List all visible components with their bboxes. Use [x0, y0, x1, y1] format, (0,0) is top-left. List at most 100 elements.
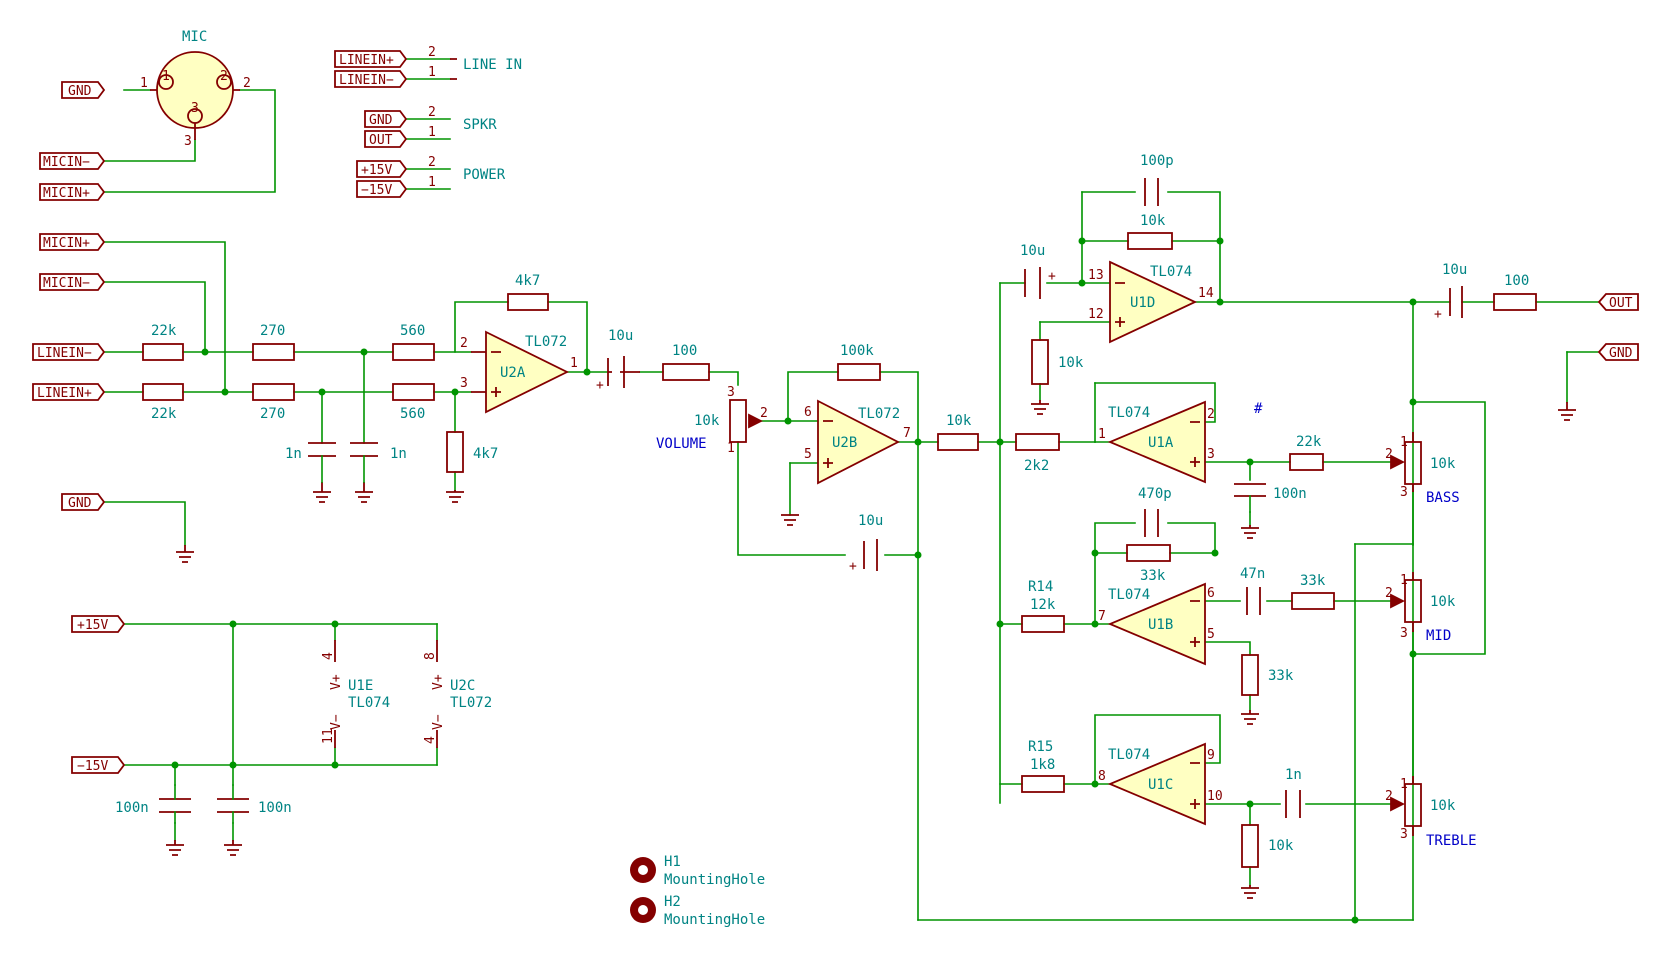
svg-text:1: 1	[570, 356, 578, 371]
svg-text:2: 2	[428, 105, 436, 120]
svg-text:OUT: OUT	[1609, 296, 1633, 311]
svg-text:6: 6	[804, 405, 812, 420]
label-minus-15v: −15V	[356, 180, 408, 198]
spkr-connector: 2 1 SPKR	[428, 105, 497, 140]
u1b-stage: 470p 33k R14 12k U1B TL074 7 6 5 47n 33k…	[1021, 486, 1335, 696]
u1c-stage: R15 1k8 U1C TL074 8 9 10 1n 10k	[1021, 739, 1302, 868]
svg-text:2: 2	[1385, 447, 1393, 462]
ground-icon	[1241, 525, 1259, 539]
svg-text:3: 3	[191, 101, 199, 116]
svg-text:33k: 33k	[1140, 568, 1166, 584]
label-plus-15v: +15V	[71, 615, 126, 633]
junction-dot	[1216, 298, 1224, 306]
svg-text:100k: 100k	[840, 343, 874, 359]
svg-text:560: 560	[400, 406, 425, 422]
label-gnd: GND	[61, 493, 106, 511]
svg-text:33k: 33k	[1300, 573, 1326, 589]
svg-text:10k: 10k	[1430, 456, 1456, 472]
svg-text:3: 3	[1207, 447, 1215, 462]
svg-text:+: +	[596, 378, 604, 393]
svg-text:LINEIN−: LINEIN−	[339, 73, 394, 88]
u1a-stage: 2k2 U1A TL074 1 2 3 22k 100n #	[1015, 400, 1324, 513]
capacitor	[1144, 178, 1159, 206]
svg-text:8: 8	[1098, 769, 1106, 784]
junction-dot	[1409, 298, 1417, 306]
svg-text:MICIN+: MICIN+	[43, 186, 90, 201]
svg-text:3: 3	[184, 134, 192, 149]
svg-text:−15V: −15V	[77, 759, 108, 774]
ground-icon	[1241, 710, 1259, 725]
mic-connector: MIC 1 2 3 1 2 3	[140, 29, 251, 149]
resistor	[392, 343, 435, 361]
svg-text:270: 270	[260, 406, 285, 422]
opamp-u1b: U1B TL074 7 6 5	[1098, 582, 1215, 666]
svg-text:10: 10	[1207, 789, 1223, 804]
svg-text:R14: R14	[1028, 579, 1053, 595]
label-gnd: GND	[364, 110, 408, 128]
label-gnd: GND	[1597, 343, 1639, 361]
svg-text:MountingHole: MountingHole	[664, 872, 765, 888]
svg-text:4k7: 4k7	[515, 273, 540, 289]
label-linein-plus: LINEIN+	[32, 383, 106, 401]
svg-text:22k: 22k	[1296, 434, 1322, 450]
svg-text:#: #	[1254, 401, 1263, 417]
svg-text:TL074: TL074	[1108, 587, 1150, 603]
junction-dot	[1351, 916, 1359, 924]
label-out: OUT	[1597, 293, 1639, 311]
svg-text:TL074: TL074	[1108, 747, 1150, 763]
svg-text:V+: V+	[329, 674, 344, 690]
svg-text:LINEIN+: LINEIN+	[37, 386, 92, 401]
label-gnd: GND	[61, 81, 106, 99]
capacitor	[1285, 790, 1301, 818]
junction-dot	[1211, 549, 1219, 557]
capacitor	[159, 784, 191, 824]
svg-text:+: +	[1434, 307, 1442, 322]
svg-text:1: 1	[140, 76, 148, 91]
svg-text:TL072: TL072	[858, 406, 900, 422]
svg-text:1: 1	[428, 65, 436, 80]
svg-text:14: 14	[1198, 286, 1214, 301]
svg-text:47n: 47n	[1240, 566, 1265, 582]
svg-text:10k: 10k	[1268, 838, 1294, 854]
wires	[104, 58, 1599, 921]
svg-text:3: 3	[1400, 485, 1408, 500]
svg-text:22k: 22k	[151, 406, 177, 422]
junction-dot	[229, 761, 237, 769]
treble-pot: 1 3 2 10k TREBLE	[1385, 776, 1477, 849]
junction-dot	[1078, 237, 1086, 245]
input-stage: 22k 22k 270 270 560 560 1n 1n 4k7 4k7 U2…	[142, 273, 710, 483]
capacitor-polarized: +	[849, 539, 878, 574]
mounting-holes: H1 MountingHole H2 MountingHole	[630, 854, 765, 928]
svg-text:11: 11	[321, 728, 336, 744]
opamp-u2b: U2B TL072 6 5 7	[804, 399, 911, 485]
svg-text:3: 3	[727, 385, 735, 400]
ground-icon	[446, 490, 464, 503]
svg-text:POWER: POWER	[463, 167, 506, 183]
resistor	[446, 431, 464, 473]
svg-text:TL074: TL074	[348, 695, 390, 711]
mid-pot: 1 3 2 10k MID	[1385, 572, 1456, 644]
resistor	[1126, 544, 1171, 562]
svg-text:1: 1	[1400, 435, 1408, 450]
svg-text:10u: 10u	[858, 513, 883, 529]
global-labels: GND MICIN− MICIN+ LINEIN+ LINEIN− GND OU…	[32, 50, 1639, 774]
ground-icon	[224, 840, 242, 856]
svg-text:5: 5	[804, 447, 812, 462]
svg-text:1: 1	[428, 125, 436, 140]
svg-text:560: 560	[400, 323, 425, 339]
junction-dot	[784, 417, 792, 425]
svg-text:GND: GND	[369, 113, 393, 128]
svg-text:3: 3	[1400, 626, 1408, 641]
svg-text:+: +	[849, 559, 857, 574]
resistor	[507, 293, 549, 311]
svg-text:+15V: +15V	[77, 618, 108, 633]
svg-text:100n: 100n	[1273, 486, 1307, 502]
label-linein-plus: LINEIN+	[334, 50, 408, 68]
label-plus-15v: +15V	[356, 160, 408, 178]
line-in-connector: 2 1 LINE IN	[428, 45, 522, 80]
junction-dot	[318, 388, 326, 396]
resistor	[142, 343, 184, 361]
resistor	[1241, 824, 1259, 868]
svg-text:H2: H2	[664, 894, 681, 910]
